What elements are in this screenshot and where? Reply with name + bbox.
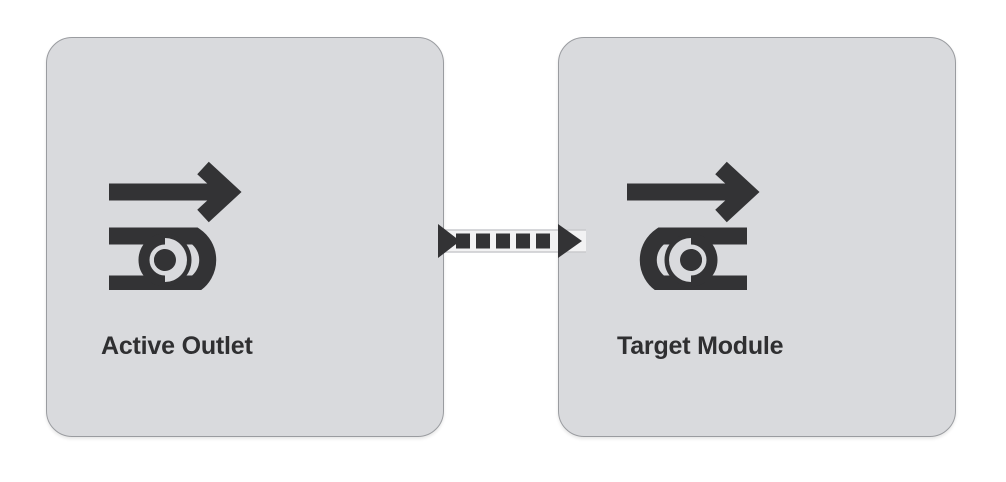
loop-redirect-icon bbox=[103, 160, 253, 290]
dashed-arrow-connector[interactable] bbox=[434, 208, 594, 274]
node-active-outlet[interactable]: Active Outlet bbox=[46, 37, 444, 437]
loop-redirect-icon-mirrored bbox=[621, 160, 771, 290]
connector-arrowhead-end bbox=[558, 224, 582, 258]
connector-arrowhead-start bbox=[438, 224, 460, 258]
node-label-active-outlet: Active Outlet bbox=[101, 332, 253, 360]
node-target-module[interactable]: Target Module bbox=[558, 37, 956, 437]
node-label-target-module: Target Module bbox=[617, 332, 784, 360]
